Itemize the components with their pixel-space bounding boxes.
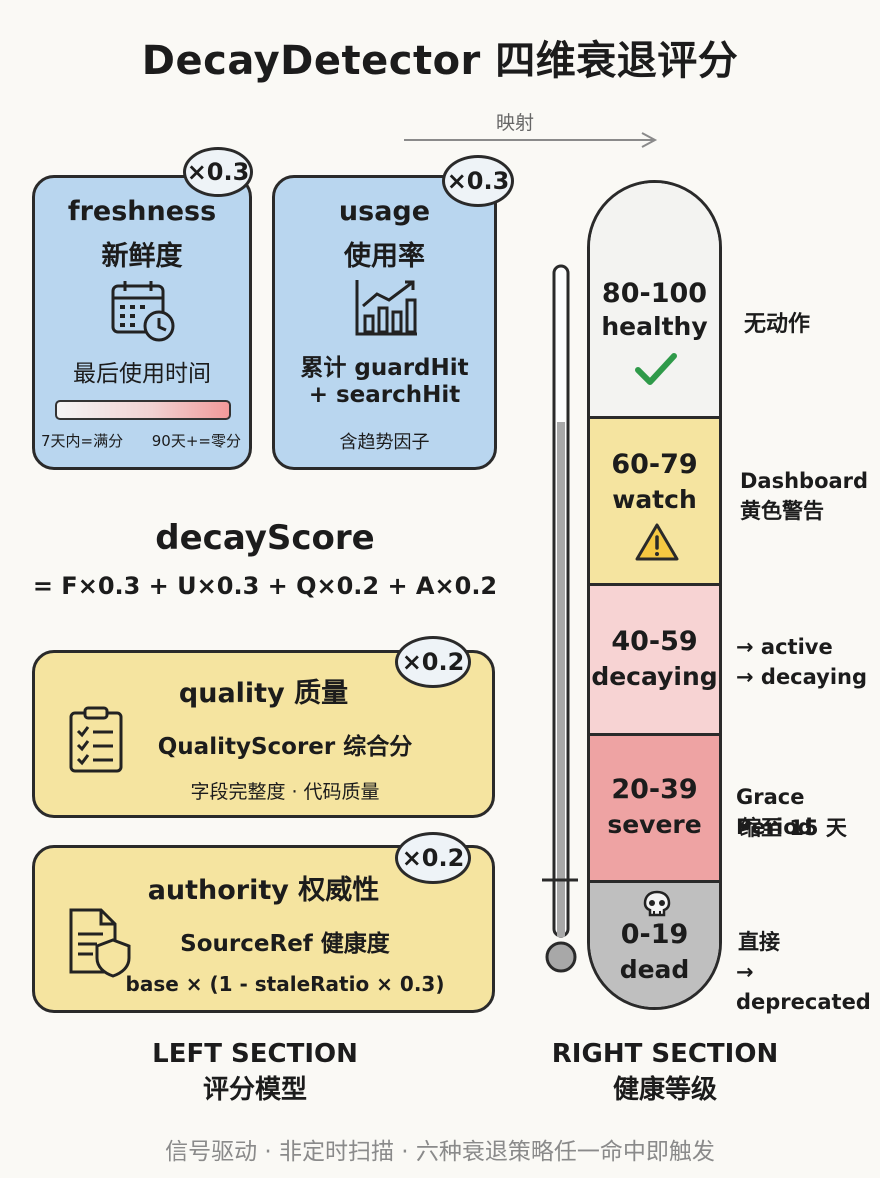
warning-icon: [635, 523, 679, 561]
usage-note: 含趋势因子: [339, 432, 430, 453]
mapping-arrow-icon: [404, 132, 658, 148]
freshness-desc: 最后使用时间: [73, 361, 211, 387]
level-healthy: 80-100 healthy: [590, 183, 719, 419]
usage-title: usage: [338, 196, 431, 227]
right-section-title: RIGHT SECTION: [551, 1039, 779, 1069]
quality-desc: QualityScorer 综合分: [157, 734, 413, 760]
check-icon: [635, 353, 677, 385]
freshness-weight-badge: ×0.3: [183, 147, 253, 197]
level-range: 40-59: [611, 626, 698, 657]
level-label: healthy: [601, 312, 708, 341]
authority-note: base × (1 - staleRatio × 0.3): [125, 972, 445, 996]
action-decaying-line1: → active: [736, 635, 833, 659]
quality-title: quality 质量: [178, 678, 349, 709]
formula-title: decayScore: [155, 518, 375, 558]
action-decaying-line2: → decaying: [736, 665, 868, 689]
left-section-title: LEFT SECTION: [152, 1039, 358, 1069]
level-label: dead: [619, 955, 690, 984]
freshness-gradient-bar: [55, 400, 231, 420]
usage-title-cn: 使用率: [344, 241, 425, 272]
authority-weight-badge: ×0.2: [395, 832, 471, 884]
health-level-capsule: 80-100 healthy 60-79 watch 40-59 decayin…: [587, 180, 722, 1010]
quality-card: quality 质量 QualityScorer 综合分 字段完整度 · 代码质…: [32, 650, 495, 818]
document-shield-icon: [69, 908, 131, 978]
level-label: decaying: [591, 662, 718, 691]
level-range: 20-39: [611, 774, 698, 805]
level-watch: 60-79 watch: [590, 419, 719, 586]
action-healthy: 无动作: [744, 312, 811, 337]
thermometer-icon: [542, 264, 578, 973]
quality-weight-badge: ×0.2: [395, 636, 471, 688]
freshness-scale-right: 90天+=零分: [151, 432, 241, 450]
action-severe-line1: Grace Period: [736, 785, 813, 839]
mapping-label: 映射: [495, 112, 534, 134]
bar-chart-icon: [355, 280, 417, 336]
level-range: 80-100: [601, 278, 708, 309]
usage-desc-line1: 累计 guardHit: [300, 355, 469, 381]
footer-note: 信号驱动 · 非定时扫描 · 六种衰退策略任一命中即触发: [165, 1139, 715, 1165]
level-label: severe: [607, 810, 702, 839]
usage-desc-line2: + searchHit: [308, 382, 461, 408]
action-dead-line1: 直接: [738, 930, 780, 954]
level-severe: 20-39 severe: [590, 736, 719, 883]
level-decaying: 40-59 decaying: [590, 586, 719, 736]
freshness-card: freshness 新鲜度 最后使用时间 7天内=满分 90天+=零分: [32, 175, 252, 470]
level-label: watch: [612, 485, 697, 514]
level-range: 0-19: [620, 919, 689, 950]
page-title: DecayDetector 四维衰退评分: [141, 38, 739, 84]
right-section-subtitle: 健康等级: [612, 1075, 717, 1105]
usage-weight-badge: ×0.3: [442, 155, 514, 207]
action-severe-line2: 缩至 15 天: [740, 816, 847, 840]
action-dead-line2: → deprecated: [736, 960, 871, 1014]
action-watch-line1: Dashboard: [740, 469, 869, 493]
skull-icon: [643, 890, 671, 917]
calendar-clock-icon: [111, 281, 175, 342]
clipboard-checklist-icon: [69, 706, 123, 773]
quality-note: 字段完整度 · 代码质量: [190, 781, 380, 803]
left-section-subtitle: 评分模型: [202, 1075, 307, 1105]
formula-expression: = F×0.3 + U×0.3 + Q×0.2 + A×0.2: [32, 572, 498, 600]
level-dead: 0-19 dead: [590, 883, 719, 1007]
freshness-scale-left: 7天内=满分: [41, 432, 124, 450]
authority-title: authority 权威性: [147, 875, 380, 906]
action-watch-line2: 黄色警告: [740, 499, 824, 523]
authority-desc: SourceRef 健康度: [180, 931, 390, 957]
level-range: 60-79: [611, 449, 698, 480]
usage-card: usage 使用率 累计 guardHit + searchHit 含趋势因子: [272, 175, 497, 470]
freshness-title: freshness: [67, 196, 217, 227]
freshness-title-cn: 新鲜度: [101, 241, 183, 272]
